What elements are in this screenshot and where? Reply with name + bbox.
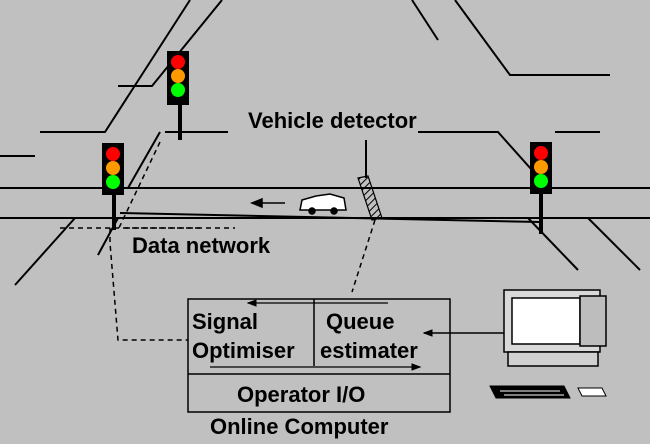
computer-icon (503, 289, 607, 367)
traffic-light-icon (530, 142, 552, 234)
queue-estimater-label-line2: estimater (320, 338, 418, 363)
traffic-light-icon (167, 51, 189, 140)
car-direction-arrow (249, 197, 285, 209)
traffic-light-icon (102, 143, 124, 230)
network-base-line (119, 212, 541, 223)
queue-estimater-label-line1: Queue (326, 309, 395, 334)
keyboard-icon (489, 385, 607, 399)
signal-optimiser-label-line2: Optimiser (192, 338, 295, 363)
online-computer-box (187, 298, 512, 413)
data-network-label: Data network (132, 233, 271, 258)
vehicle-detector-label: Vehicle detector (248, 108, 417, 133)
online-computer-label: Online Computer (210, 414, 389, 439)
operator-io-label: Operator I/O (237, 382, 366, 407)
road-network (0, 0, 650, 286)
vehicle-detector-icon (357, 140, 383, 221)
dashed-data-links (60, 141, 376, 341)
signal-optimiser-label-line1: Signal (192, 309, 259, 334)
car-icon (299, 193, 347, 215)
